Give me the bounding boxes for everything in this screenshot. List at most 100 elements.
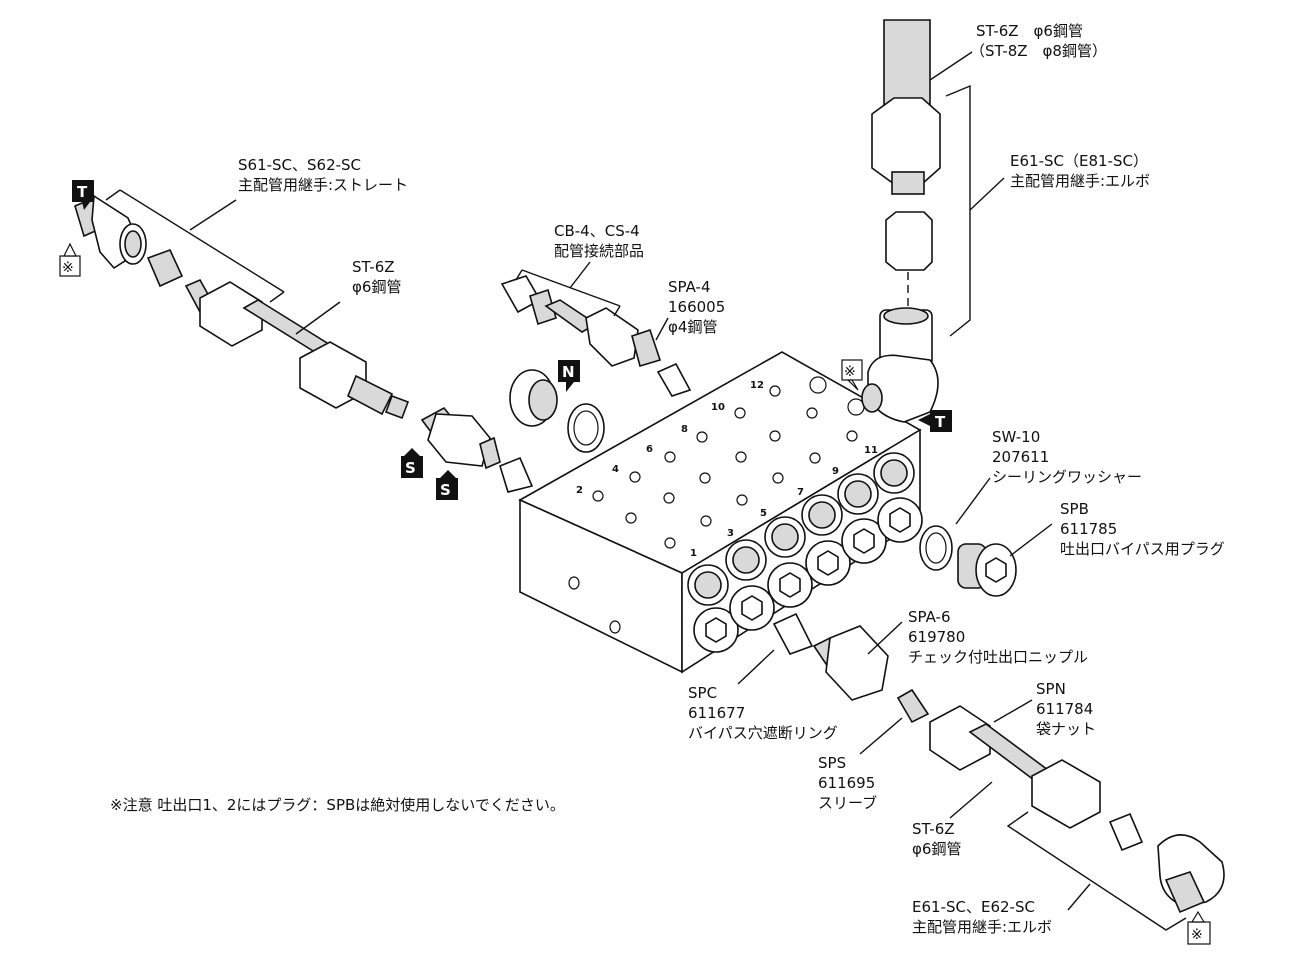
mark-bottom-right: ※ [1187,910,1211,945]
elbow-thread-top [861,383,883,413]
label-s61: S61-SC、S62-SC 主配管用継手:ストレート [238,156,408,194]
nut-left [199,281,263,347]
svg-text:SPA-6: SPA-6 [908,608,951,626]
port-number-1: 1 [690,548,697,559]
port-number-10: 10 [711,402,725,413]
svg-text:φ4鋼管: φ4鋼管 [668,318,717,336]
label-cb4: CB-4、CS-4 配管接続部品 [554,222,644,260]
cb4-tip [631,328,662,368]
label-st6z-bottom: ST-6Z φ6鋼管 [912,820,961,858]
svg-text:611677: 611677 [688,704,745,722]
svg-text:袋ナット: 袋ナット [1036,720,1096,738]
leader-lines [105,51,1187,931]
svg-text:φ6鋼管: φ6鋼管 [352,278,401,296]
svg-text:バイパス穴遮断リング: バイパス穴遮断リング [688,724,838,742]
port-number-3: 3 [727,528,734,539]
svg-text:※: ※ [1191,927,1203,943]
left-fitting-assembly [74,194,534,493]
svg-text:611695: 611695 [818,774,875,792]
sps-sleeve [896,688,930,724]
spa6-body [825,625,889,701]
svg-text:611785: 611785 [1060,520,1117,538]
label-e61-top: E61-SC（E81-SC） 主配管用継手:エルボ [1010,152,1150,190]
svg-text:SPN: SPN [1036,680,1066,698]
badge-t-left: T [72,180,94,210]
svg-text:S: S [405,459,416,477]
tube-end-top [891,171,925,195]
badge-t-right: T [918,410,952,432]
label-spa6: SPA-6 619780 チェック付吐出口ニップル [908,608,1088,666]
mark-top-right: ※ [841,359,863,391]
svg-text:207611: 207611 [992,448,1049,466]
svg-text:166005: 166005 [668,298,725,316]
spn-nut [929,705,991,771]
mark-left: ※ [59,242,81,277]
label-st6z-left: ST-6Z φ6鋼管 [352,258,401,296]
svg-text:T: T [935,413,946,431]
outlet-ports-lower [693,497,923,653]
svg-text:N: N [562,363,575,381]
svg-text:SPC: SPC [688,684,717,702]
side-hole [568,576,580,590]
top-right-elbow-assembly [861,19,941,423]
port-number-4: 4 [612,464,619,475]
port-number-12: 12 [750,380,764,391]
svg-text:吐出口バイパス用プラグ: 吐出口バイパス用プラグ [1060,540,1225,558]
svg-text:SPA-4: SPA-4 [668,278,711,296]
svg-text:シーリングワッシャー: シーリングワッシャー [992,468,1142,486]
svg-text:φ6鋼管: φ6鋼管 [912,840,961,858]
outlet-ports-upper [687,452,915,606]
port-number-11: 11 [864,445,878,456]
svg-text:S61-SC、S62-SC: S61-SC、S62-SC [238,156,361,174]
port-number-8: 8 [681,424,688,435]
cb4-sleeve [529,288,557,326]
right-plug-assembly [919,525,1017,597]
n-plug-assembly [509,369,605,453]
spa4-cone [656,362,692,397]
label-spc: SPC 611677 バイパス穴遮断リング [688,684,838,742]
bottom-assembly [772,612,1225,914]
port-number-9: 9 [832,466,839,477]
caution-note: ※注意 吐出口1、2にはプラグ：SPBは絶対使用しないでください。 [110,796,565,814]
badge-s-2: S [436,470,458,500]
svg-text:チェック付吐出口ニップル: チェック付吐出口ニップル [908,648,1088,666]
label-st6z-top: ST-6Z φ6鋼管 （ST-8Z φ8鋼管） [970,22,1107,60]
badge-n: N [558,360,580,392]
svg-text:E61-SC、E62-SC: E61-SC、E62-SC [912,898,1035,916]
svg-text:SPB: SPB [1060,500,1089,518]
label-spb: SPB 611785 吐出口バイパス用プラグ [1060,500,1225,558]
port-number-2: 2 [576,485,583,496]
svg-text:※: ※ [844,364,856,380]
port-number-5: 5 [760,508,767,519]
label-e61-bottom: E61-SC、E62-SC 主配管用継手:エルボ [912,898,1052,936]
svg-text:T: T [77,183,88,201]
nut-bottom [1031,759,1101,829]
svg-text:（ST-8Z φ8鋼管）: （ST-8Z φ8鋼管） [970,42,1107,60]
spc-ring [772,612,814,655]
svg-text:SPS: SPS [818,754,846,772]
top-holes [592,376,865,549]
port-number-labels: 1 2 3 4 5 6 7 8 9 10 11 12 [576,380,878,559]
steel-tube-top [883,19,931,111]
svg-text:E61-SC（E81-SC）: E61-SC（E81-SC） [1010,152,1148,170]
label-spn: SPN 611784 袋ナット [1036,680,1096,738]
sleeve-top [885,211,933,271]
s-nipple-tip [479,436,501,470]
svg-text:619780: 619780 [908,628,965,646]
nut-top [871,97,941,185]
svg-text:※: ※ [62,260,74,276]
tube-end [384,394,410,420]
side-hole [609,620,621,634]
badge-s-1: S [401,448,423,478]
svg-text:ST-6Z: ST-6Z [912,820,955,838]
svg-text:主配管用継手:エルボ: 主配管用継手:エルボ [912,918,1052,936]
svg-text:主配管用継手:ストレート: 主配管用継手:ストレート [238,176,408,194]
port-number-7: 7 [797,487,804,498]
svg-text:CB-4、CS-4: CB-4、CS-4 [554,222,640,240]
cb4-body [585,307,639,367]
svg-text:配管接続部品: 配管接続部品 [554,242,644,260]
label-sps: SPS 611695 スリーブ [818,754,877,812]
sleeve-bottom [1108,812,1144,852]
